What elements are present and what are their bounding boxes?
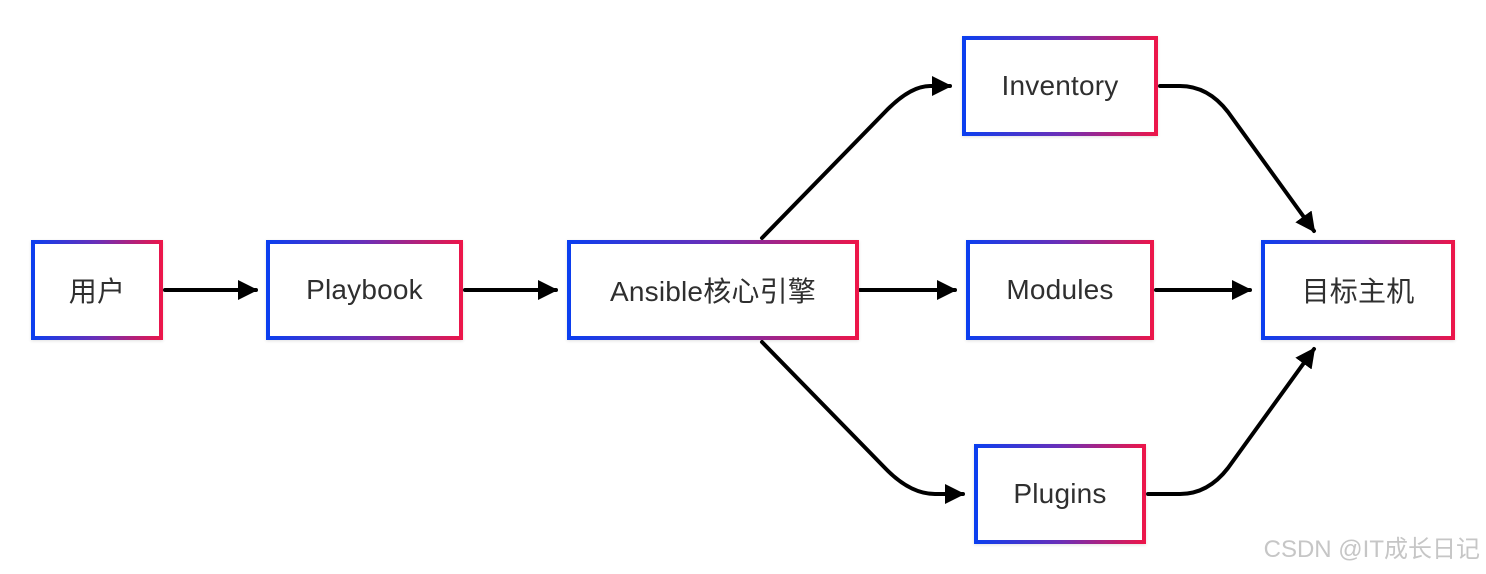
node-modules-label: Modules [1006,274,1114,305]
edge-core-to-inventory [760,76,952,240]
node-ansible-core-engine-label: Ansible核心引擎 [609,276,817,307]
node-user-label: 用户 [68,276,126,307]
node-inventory: Inventory [962,36,1158,136]
node-playbook: Playbook [266,240,463,340]
node-target-hosts: 目标主机 [1261,240,1455,340]
node-playbook-label: Playbook [306,274,423,305]
edge-core-to-plugins [760,340,965,504]
node-ansible-core-engine: Ansible核心引擎 [567,240,859,340]
node-user: 用户 [31,240,163,340]
node-inventory-label: Inventory [1001,70,1119,101]
watermark: CSDN @IT成长日记 [1263,536,1480,563]
edge-plugins-to-targets [1146,347,1316,496]
node-plugins: Plugins [974,444,1146,544]
node-target-hosts-label: 目标主机 [1301,276,1415,307]
node-plugins-label: Plugins [1013,478,1107,509]
node-modules: Modules [966,240,1154,340]
edge-inventory-to-targets [1158,84,1316,233]
